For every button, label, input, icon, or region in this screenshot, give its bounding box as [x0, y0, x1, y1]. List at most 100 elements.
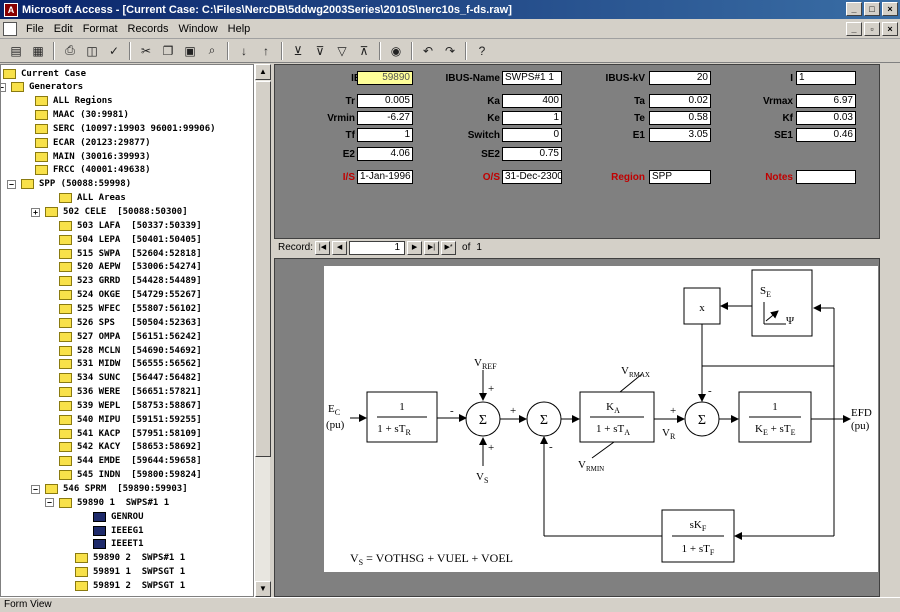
- tree-item-area[interactable]: 542 KACY [58653:58692]: [59, 441, 202, 454]
- field-i[interactable]: 1: [796, 71, 856, 85]
- minimize-button[interactable]: _: [846, 2, 862, 16]
- first-record-button[interactable]: |◀: [315, 240, 331, 255]
- maximize-button[interactable]: □: [864, 2, 880, 16]
- redo-icon[interactable]: ↷: [444, 43, 456, 58]
- tree-item-generators[interactable]: −Generators: [1, 81, 83, 94]
- tree-item-area[interactable]: 503 LAFA [50337:50339]: [59, 219, 202, 232]
- tree-expander-icon[interactable]: −: [45, 498, 54, 508]
- field-tr[interactable]: 0.005: [357, 94, 413, 108]
- field-out-service[interactable]: 31-Dec-2300: [502, 170, 562, 184]
- paste-icon[interactable]: ▣: [184, 43, 196, 58]
- field-ke[interactable]: 1: [502, 111, 562, 125]
- field-e2[interactable]: 4.06: [357, 147, 413, 161]
- field-region[interactable]: SPP: [649, 170, 711, 184]
- filter-by-selection-icon[interactable]: ⊻: [293, 43, 303, 58]
- tree-item-unit[interactable]: 59890 2 SWPS#1 1: [75, 552, 185, 565]
- sort-ascending-icon[interactable]: ↓: [241, 43, 247, 58]
- tree-item-area[interactable]: +502 CELE [50088:50300]: [31, 206, 188, 219]
- apply-filter-icon[interactable]: ▽: [337, 43, 347, 58]
- help-icon[interactable]: ?: [478, 43, 486, 58]
- field-ibus-name[interactable]: SWPS#1 1: [502, 71, 562, 85]
- tree-item-region[interactable]: −SPP (50088:59998): [7, 178, 131, 191]
- sort-descending-icon[interactable]: ↑: [263, 43, 269, 58]
- previous-record-button[interactable]: ◀: [332, 240, 348, 255]
- tree-item-area[interactable]: 504 LEPA [50401:50405]: [59, 233, 202, 246]
- scroll-down-button[interactable]: ▼: [255, 581, 271, 597]
- database-window-icon[interactable]: ◉: [390, 43, 402, 58]
- tree-expander-icon[interactable]: −: [1, 82, 6, 92]
- undo-icon[interactable]: ↶: [422, 43, 434, 58]
- field-ibus-kv[interactable]: 20: [649, 71, 711, 85]
- tree-item-unit[interactable]: −59890 1 SWPS#1 1: [45, 496, 169, 509]
- field-kf[interactable]: 0.03: [796, 111, 856, 125]
- scroll-thumb[interactable]: [255, 81, 271, 457]
- form-control-menu-icon[interactable]: [3, 21, 17, 36]
- print-preview-icon[interactable]: ◫: [86, 43, 98, 58]
- field-ka[interactable]: 400: [502, 94, 562, 108]
- field-tf[interactable]: 1: [357, 128, 413, 142]
- child-restore-button[interactable]: ▫: [864, 22, 880, 36]
- field-vrmax[interactable]: 6.97: [796, 94, 856, 108]
- field-vrmin[interactable]: -6.27: [357, 111, 413, 125]
- tree-item-area[interactable]: 524 OKGE [54729:55267]: [59, 289, 202, 302]
- tree-expander-icon[interactable]: −: [31, 484, 40, 494]
- tree-item-region[interactable]: MAAC (30:9981): [35, 109, 129, 122]
- tree-item-current-case[interactable]: Current Case: [3, 67, 86, 80]
- find-icon[interactable]: ⌕: [208, 43, 216, 57]
- tree-item-model[interactable]: GENROU: [93, 510, 144, 523]
- last-record-button[interactable]: ▶|: [424, 240, 440, 255]
- tree-item-area[interactable]: 515 SWPA [52604:52818]: [59, 247, 202, 260]
- tree-item-area[interactable]: −546 SPRM [59890:59903]: [31, 483, 188, 496]
- tree-item-area[interactable]: 531 MIDW [56555:56562]: [59, 358, 202, 371]
- tree-item-area[interactable]: 526 SPS [50504:52363]: [59, 316, 202, 329]
- record-number-input[interactable]: 1: [349, 240, 406, 255]
- menu-help[interactable]: Help: [227, 22, 251, 35]
- tree-item-area[interactable]: 536 WERE [56651:57821]: [59, 386, 202, 399]
- tree-item-area[interactable]: 520 AEPW [53006:54274]: [59, 261, 202, 274]
- tree-expander-icon[interactable]: +: [31, 207, 40, 217]
- child-minimize-button[interactable]: _: [846, 22, 862, 36]
- spelling-icon[interactable]: ✓: [108, 43, 120, 58]
- tree-item-unit[interactable]: 59891 2 SWPSGT 1: [75, 579, 185, 592]
- tree-item-unit[interactable]: 59891 1 SWPSGT 1: [75, 566, 185, 579]
- menu-records[interactable]: Records: [127, 22, 169, 35]
- tree-expander-icon[interactable]: −: [7, 179, 16, 189]
- tree-item-area[interactable]: 545 INDN [59800:59824]: [59, 469, 202, 482]
- form-view-icon[interactable]: ▤: [10, 43, 22, 58]
- tree-item-region[interactable]: ECAR (20123:29877): [35, 136, 151, 149]
- datasheet-icon[interactable]: ▦: [32, 43, 44, 58]
- print-icon[interactable]: ⎙: [65, 43, 75, 57]
- field-ta[interactable]: 0.02: [649, 94, 711, 108]
- field-in-service[interactable]: 1-Jan-1996: [357, 170, 413, 184]
- tree-item-area[interactable]: 539 WEPL [58753:58867]: [59, 399, 202, 412]
- tree-item-area[interactable]: 544 EMDE [59644:59658]: [59, 455, 202, 468]
- tree-item-model[interactable]: IEEET1: [93, 538, 144, 551]
- tree-item-area[interactable]: 541 KACP [57951:58109]: [59, 427, 202, 440]
- menu-window[interactable]: Window: [178, 22, 218, 35]
- tree-item-area[interactable]: 523 GRRD [54428:54489]: [59, 275, 202, 288]
- remove-filter-icon[interactable]: ⊼: [359, 43, 369, 58]
- field-te[interactable]: 0.58: [649, 111, 711, 125]
- tree-item-area[interactable]: ALL Areas: [59, 192, 126, 205]
- access-app-icon[interactable]: A: [4, 2, 18, 17]
- copy-icon[interactable]: ❐: [162, 43, 174, 58]
- menu-file[interactable]: File: [26, 22, 44, 35]
- tree-item-area[interactable]: 540 MIPU [59151:59255]: [59, 413, 202, 426]
- tree-item-area[interactable]: 525 WFEC [55807:56102]: [59, 302, 202, 315]
- field-e1[interactable]: 3.05: [649, 128, 711, 142]
- tree-item-area[interactable]: 528 MCLN [54690:54692]: [59, 344, 202, 357]
- menu-format[interactable]: Format: [82, 22, 118, 35]
- tree-item-model[interactable]: IEEEG1: [93, 524, 144, 537]
- tree-item-area[interactable]: 534 SUNC [56447:56482]: [59, 372, 202, 385]
- new-record-button[interactable]: ▶*: [441, 240, 457, 255]
- field-ibus[interactable]: 59890: [357, 71, 413, 85]
- menu-edit[interactable]: Edit: [53, 22, 73, 35]
- close-button[interactable]: ×: [882, 2, 898, 16]
- next-record-button[interactable]: ▶: [407, 240, 423, 255]
- tree-vertical-scrollbar[interactable]: ▲ ▼: [254, 64, 271, 597]
- tree-item-region[interactable]: MAIN (30016:39993): [35, 150, 151, 163]
- tree-item-region[interactable]: FRCC (40001:49638): [35, 164, 151, 177]
- field-switch[interactable]: 0: [502, 128, 562, 142]
- cut-icon[interactable]: ✂: [140, 43, 152, 58]
